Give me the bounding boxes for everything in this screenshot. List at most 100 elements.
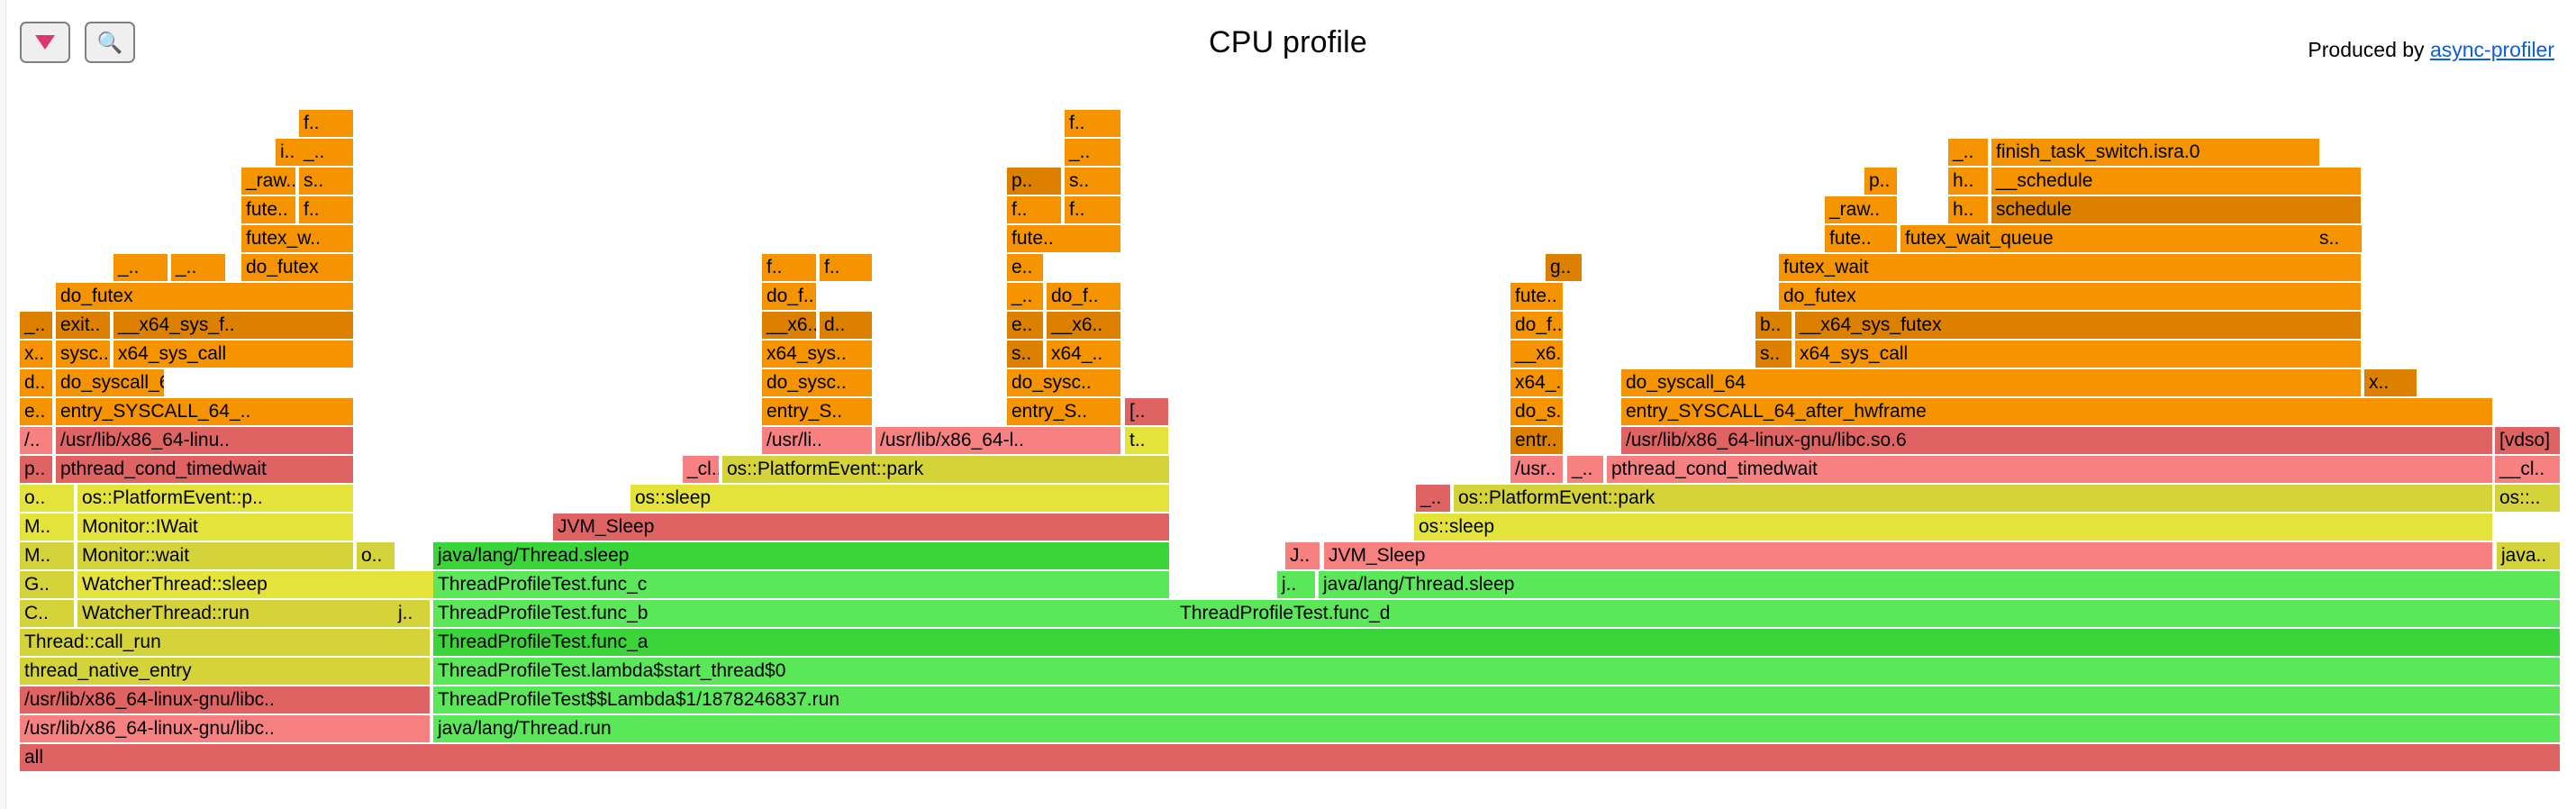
flame-frame[interactable]: _..	[1948, 139, 1988, 166]
flame-frame[interactable]: fute..	[1825, 225, 1897, 252]
flame-frame[interactable]: __x6..	[762, 312, 816, 339]
flame-frame[interactable]: finish_task_switch.isra.0	[1991, 139, 2319, 166]
flame-frame[interactable]: entry_S..	[1007, 398, 1120, 425]
flame-frame[interactable]: o..	[20, 485, 74, 512]
flame-frame[interactable]: do_syscall_64	[56, 369, 164, 396]
flame-frame[interactable]: s..	[1007, 341, 1043, 368]
flame-frame[interactable]: os::sleep	[1414, 514, 2492, 541]
flame-frame[interactable]: /usr/lib/x86_64-linux-gnu/libc..	[20, 715, 430, 742]
flame-frame[interactable]: do_f..	[1047, 283, 1120, 310]
flame-frame[interactable]: g..	[1546, 254, 1582, 281]
flame-frame[interactable]: _..	[113, 254, 168, 281]
flame-frame[interactable]: entr..	[1510, 427, 1563, 454]
flame-frame[interactable]: java..	[2497, 542, 2560, 569]
flame-frame[interactable]: G..	[20, 571, 74, 598]
flame-frame[interactable]: ThreadProfileTest.lambda$start_thread$0	[433, 658, 2560, 685]
flame-frame[interactable]: os::..	[2495, 485, 2560, 512]
flame-frame[interactable]: h..	[1948, 168, 1988, 195]
flame-frame[interactable]: __cl..	[2495, 456, 2560, 483]
flame-frame[interactable]: do_sysc..	[1007, 369, 1120, 396]
flame-frame[interactable]: x..	[2364, 369, 2417, 396]
flame-frame[interactable]: futex_w..	[241, 225, 353, 252]
flame-frame[interactable]: f..	[299, 196, 353, 223]
flame-frame[interactable]: ThreadProfileTest.func_a	[433, 629, 2560, 656]
flame-frame[interactable]: os::PlatformEvent::park	[722, 456, 1169, 483]
flame-frame[interactable]: x64_sys_call	[113, 341, 353, 368]
flame-frame[interactable]: _..	[20, 312, 52, 339]
flame-frame[interactable]: ThreadProfileTest.func_d	[1175, 600, 2560, 627]
flame-frame[interactable]: /..	[20, 427, 52, 454]
flame-frame[interactable]: f..	[1065, 196, 1120, 223]
flame-frame[interactable]: /usr/li..	[762, 427, 872, 454]
flame-frame[interactable]: d..	[820, 312, 872, 339]
flame-frame[interactable]: d..	[20, 369, 52, 396]
flame-frame[interactable]: /usr/lib/x86_64-linu..	[56, 427, 353, 454]
flame-frame[interactable]: p..	[1007, 168, 1061, 195]
flame-frame[interactable]: _..	[299, 139, 353, 166]
flame-frame[interactable]: pthread_cond_timedwait	[56, 456, 353, 483]
flame-frame[interactable]: _cl..	[683, 456, 719, 483]
flame-frame[interactable]: o..	[357, 542, 395, 569]
flame-frame[interactable]: _..	[1007, 283, 1043, 310]
flame-frame[interactable]: entry_SYSCALL_64_..	[56, 398, 353, 425]
flame-frame[interactable]: java/lang/Thread.sleep	[433, 542, 1169, 569]
flame-frame[interactable]: exit..	[56, 312, 110, 339]
flame-frame[interactable]: t..	[1125, 427, 1168, 454]
flame-frame[interactable]: entry_S..	[762, 398, 872, 425]
flame-frame[interactable]: Monitor::wait	[77, 542, 353, 569]
flame-frame[interactable]: M..	[20, 542, 74, 569]
flame-frame[interactable]: Monitor::IWait	[77, 514, 353, 541]
flame-frame[interactable]: M..	[20, 514, 74, 541]
flame-frame[interactable]: ThreadProfileTest.func_c	[433, 571, 1169, 598]
flame-frame[interactable]: p..	[1864, 168, 1897, 195]
flame-frame[interactable]: /usr/lib/x86_64-linux-gnu/libc.so.6	[1621, 427, 2492, 454]
flame-frame[interactable]: x64_sys..	[762, 341, 872, 368]
flame-frame[interactable]: _raw..	[1825, 196, 1897, 223]
flame-frame[interactable]: do_f..	[1510, 312, 1563, 339]
flame-frame[interactable]: java/lang/Thread.run	[433, 715, 2560, 742]
flame-frame[interactable]: os::sleep	[630, 485, 1169, 512]
flame-frame[interactable]: __x64_sys_futex	[1795, 312, 2361, 339]
reset-zoom-button[interactable]	[20, 22, 70, 63]
flame-frame[interactable]: JVM_Sleep	[553, 514, 1169, 541]
flame-frame[interactable]: do_sysc..	[762, 369, 872, 396]
flame-frame[interactable]: s..	[2315, 225, 2362, 252]
flame-frame[interactable]: Thread::call_run	[20, 629, 430, 656]
flame-frame[interactable]: _..	[1416, 485, 1450, 512]
flame-frame[interactable]: _..	[1567, 456, 1603, 483]
flame-frame[interactable]: JVM_Sleep	[1324, 542, 2492, 569]
flame-frame[interactable]: C..	[20, 600, 74, 627]
flame-frame[interactable]: f..	[820, 254, 872, 281]
flame-frame[interactable]: h..	[1948, 196, 1988, 223]
flame-frame[interactable]: x..	[20, 341, 52, 368]
flame-frame[interactable]: WatcherThread::run	[77, 600, 430, 627]
flame-frame[interactable]: [..	[1125, 398, 1168, 425]
flame-frame[interactable]: e..	[1007, 312, 1043, 339]
search-button[interactable]: 🔍	[85, 22, 135, 63]
flame-frame[interactable]: futex_wait_queue	[1900, 225, 2361, 252]
flame-frame[interactable]: pthread_cond_timedwait	[1607, 456, 2492, 483]
flame-frame[interactable]: do_futex	[241, 254, 353, 281]
flame-frame[interactable]: WatcherThread::sleep	[77, 571, 503, 598]
flame-frame[interactable]: _raw..	[241, 168, 295, 195]
flame-frame[interactable]: j..	[1277, 571, 1315, 598]
flame-frame[interactable]: __x6..	[1510, 341, 1563, 368]
flame-frame[interactable]: f..	[1065, 110, 1120, 137]
flame-frame[interactable]: /usr/lib/x86_64-l..	[875, 427, 1120, 454]
flame-frame[interactable]: [vdso]	[2495, 427, 2560, 454]
flame-frame[interactable]: do_s..	[1510, 398, 1563, 425]
flame-frame[interactable]: s..	[1755, 341, 1791, 368]
flame-frame[interactable]: fute..	[1510, 283, 1563, 310]
flame-frame[interactable]: os::PlatformEvent::p..	[77, 485, 353, 512]
flame-frame[interactable]: all	[20, 744, 2560, 771]
flame-frame[interactable]: do_futex	[1779, 283, 2361, 310]
flame-frame[interactable]: java/lang/Thread.sleep	[1319, 571, 2560, 598]
flame-frame[interactable]: fute..	[241, 196, 295, 223]
flame-frame[interactable]: f..	[762, 254, 816, 281]
flame-frame[interactable]: futex_wait	[1779, 254, 2361, 281]
flame-frame[interactable]: os::PlatformEvent::park	[1454, 485, 2492, 512]
flame-frame[interactable]: x64_sys_call	[1795, 341, 2361, 368]
async-profiler-link[interactable]: async-profiler	[2429, 38, 2554, 61]
flame-frame[interactable]: e..	[1007, 254, 1043, 281]
flame-frame[interactable]: s..	[1065, 168, 1120, 195]
